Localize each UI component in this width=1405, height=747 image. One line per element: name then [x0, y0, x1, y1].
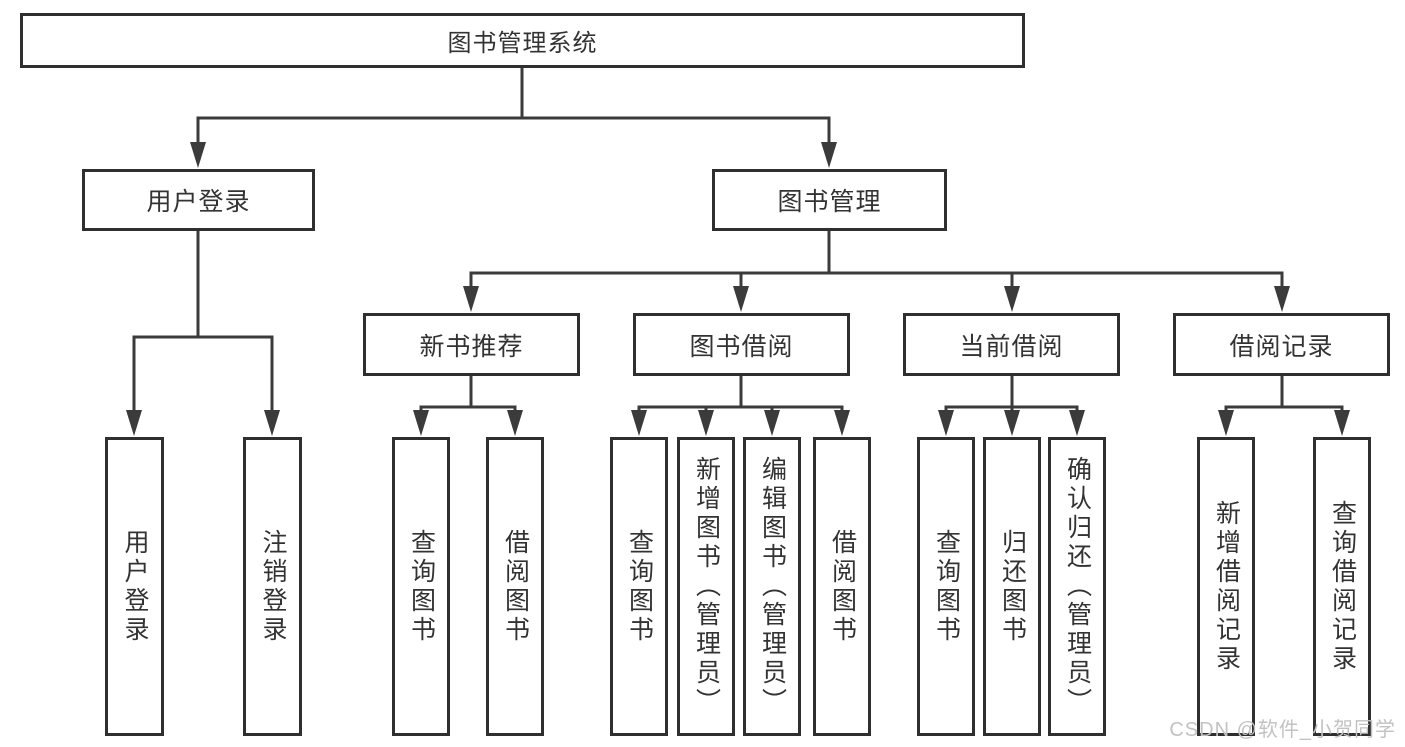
- leaf-add-book-admin-box: 新增图书（管理员）: [677, 437, 735, 736]
- arrowheads-leaves: [126, 410, 1350, 436]
- leaf-add-borrow-record-label: 新增借阅记录: [1212, 499, 1241, 674]
- leaf-query-borrow-record-label: 查询借阅记录: [1328, 499, 1357, 674]
- arrowheads-level3: [463, 286, 1290, 312]
- node-borrow-records-box: 借阅记录: [1173, 313, 1390, 376]
- node-book-borrow-label: 图书借阅: [689, 332, 794, 361]
- leaf-query-books-borrow-label: 查询图书: [625, 528, 654, 645]
- leaf-query-borrow-record-box: 查询借阅记录: [1313, 437, 1371, 736]
- leaf-borrow-books-borrow-label: 借阅图书: [828, 528, 857, 645]
- leaf-query-books-borrow-box: 查询图书: [610, 437, 668, 736]
- node-borrow-records-label: 借阅记录: [1229, 332, 1334, 361]
- csdn-watermark: CSDN @软件_小贺同学: [1169, 719, 1396, 741]
- leaf-edit-book-admin-label: 编辑图书（管理员）: [758, 456, 787, 717]
- branch-book-management-box: 图书管理: [712, 169, 947, 231]
- leaf-confirm-return-admin-box: 确认归还（管理员）: [1048, 437, 1106, 736]
- leaf-borrow-books-recommend-box: 借阅图书: [486, 437, 544, 736]
- node-current-borrow-label: 当前借阅: [959, 332, 1064, 361]
- branch-book-management-label: 图书管理: [777, 188, 882, 216]
- leaf-edit-book-admin-box: 编辑图书（管理员）: [743, 437, 801, 736]
- leaf-logout-label: 注销登录: [259, 528, 287, 645]
- branch-user-login-label: 用户登录: [146, 188, 251, 216]
- node-new-book-recommend-box: 新书推荐: [363, 313, 580, 376]
- leaf-confirm-return-admin-label: 确认归还（管理员）: [1063, 456, 1092, 717]
- root-box-library-system: 图书管理系统: [20, 13, 1025, 68]
- leaf-user-login-box: 用户登录: [105, 437, 164, 736]
- leaf-query-books-recommend-label: 查询图书: [407, 528, 436, 645]
- leaf-query-books-current-box: 查询图书: [917, 437, 975, 736]
- leaf-borrow-books-recommend-label: 借阅图书: [501, 528, 530, 645]
- arrowheads-level2: [190, 142, 837, 168]
- root-label: 图书管理系统: [447, 30, 598, 57]
- branch-user-login-box: 用户登录: [82, 169, 315, 231]
- leaf-logout-box: 注销登录: [243, 437, 302, 736]
- node-current-borrow-box: 当前借阅: [903, 313, 1120, 376]
- node-new-book-recommend-label: 新书推荐: [419, 332, 524, 361]
- leaf-borrow-books-borrow-box: 借阅图书: [813, 437, 871, 736]
- node-book-borrow-box: 图书借阅: [633, 313, 850, 376]
- leaf-query-books-recommend-box: 查询图书: [392, 437, 450, 736]
- leaf-query-books-current-label: 查询图书: [932, 528, 961, 645]
- leaf-return-book-box: 归还图书: [983, 437, 1041, 736]
- leaf-add-book-admin-label: 新增图书（管理员）: [692, 456, 721, 717]
- leaf-return-book-label: 归还图书: [998, 528, 1027, 645]
- leaf-user-login-label: 用户登录: [121, 528, 149, 645]
- leaf-add-borrow-record-box: 新增借阅记录: [1197, 437, 1255, 736]
